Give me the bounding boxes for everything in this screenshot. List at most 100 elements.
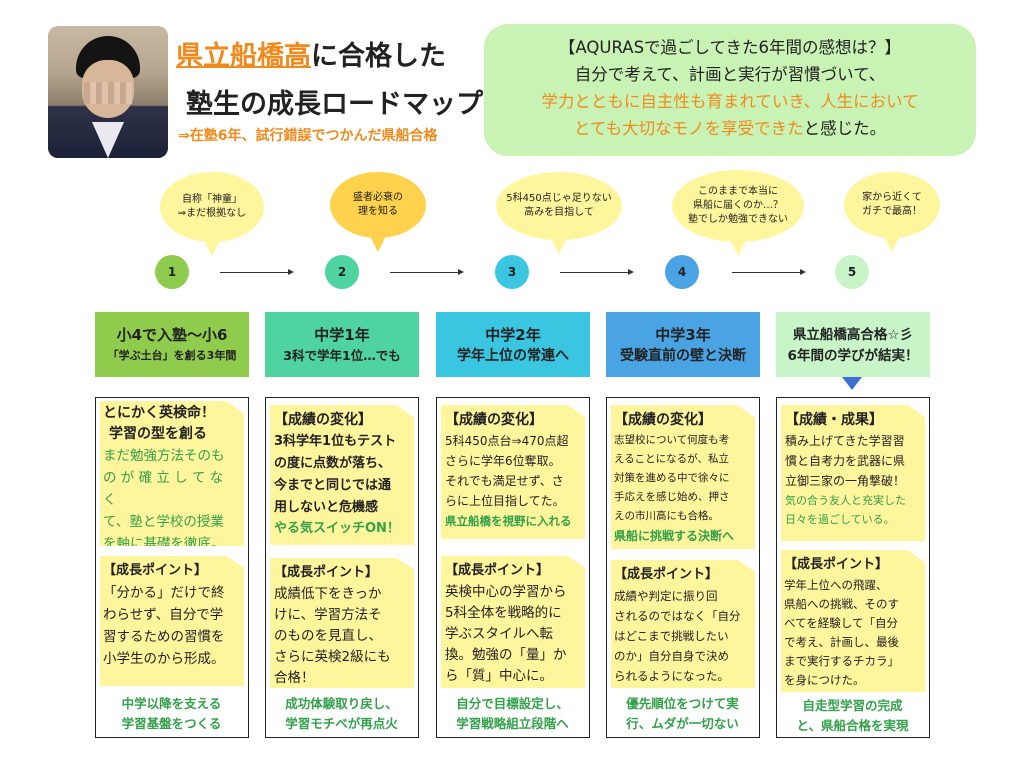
note-line: で考え、計画し、最後 xyxy=(784,635,899,649)
note-title: 【成長ポイント】 xyxy=(784,557,889,572)
stage-column-1: とにかく英検命！ 学習の型を創る まだ勉強方法そのも の が 確 立 し て な… xyxy=(95,397,249,738)
note-line: 英検中心の学習から xyxy=(445,584,567,600)
note-line-green: 気の合う友人と充実した xyxy=(785,494,906,507)
step-number-1: 1 xyxy=(155,255,189,289)
speech-bubble-2: 盛者必衰の理を知る xyxy=(330,172,426,252)
impression-line4: とても大切なモノを享受できたと感じた。 xyxy=(484,115,976,142)
note-title: 【成績の変化】 xyxy=(274,412,372,428)
stage-3-footer: 自分で目標設定し、 学習戦略組立段階へ xyxy=(437,694,588,734)
student-photo xyxy=(48,26,168,158)
stage-2-footer: 成功体験取り戻し、 学習モチベが再点火 xyxy=(266,694,417,734)
bubble-1-line2: ⇒まだ根拠なし xyxy=(177,208,247,219)
note-line: 成績低下をきっか xyxy=(274,586,382,602)
note-line: 学年上位への飛躍、 xyxy=(784,578,888,592)
stage-4-footer: 優先順位をつけて実 行、ムダが一切ない xyxy=(607,694,758,734)
note-line: さらに学年6位奪取。 xyxy=(445,454,561,468)
note-line: 小学生のから形成。 xyxy=(103,651,225,667)
bubble-4-line2: 県船に届くのか…？ xyxy=(693,200,783,211)
note-line-green: の が 確 立 し て な く xyxy=(103,470,224,508)
note-line: 手応えを感じ始め、押さ xyxy=(614,491,730,503)
note-line-green: を軸に基礎を徹底。 xyxy=(103,536,225,552)
note-title: 【成績の変化】 xyxy=(445,412,543,428)
impression-line4-orange: とても大切なモノを享受できた xyxy=(573,119,804,138)
note-line: 習するための習慣を xyxy=(103,629,225,645)
stage-3-note-2: 【成長ポイント】 英検中心の学習から 5科全体を戦略的に 学ぶスタイルへ転 換。… xyxy=(441,556,585,688)
note-line: まで実行するチカラ」 xyxy=(784,654,899,668)
stage-header-2: 中学1年 3科で学年1位…でも xyxy=(265,312,419,377)
note-line: 成績や判定に振り回 xyxy=(614,589,718,603)
note-line: のか」自分自身で決め xyxy=(614,649,729,663)
footer-line: 学習戦略組立段階へ xyxy=(456,716,569,731)
note-line: 慣と自考力を武器に県 xyxy=(785,454,906,468)
impression-line2: 自分で考えて、計画と実行が習慣づいて、 xyxy=(574,65,886,84)
stage-5-title: 県立船橋高合格☆彡 xyxy=(792,326,914,343)
note-line-green: やる気スイッチON！ xyxy=(274,521,400,536)
bubble-2-line2: 理を知る xyxy=(358,206,398,217)
speech-bubble-4: このままで本当に県船に届くのか…？ 塾でしか勉強できない xyxy=(672,170,804,256)
note-line: 5科全体を戦略的に xyxy=(445,605,562,621)
note-title: 【成長ポイント】 xyxy=(274,565,379,580)
arrow-2-3 xyxy=(390,269,464,275)
title-rest: に合格した xyxy=(311,41,446,72)
page-title-line2: 塾生の成長ロードマップ xyxy=(186,89,483,120)
bubble-5-line2: ガチで最高！ xyxy=(862,206,922,217)
title-highlight: 県立船橋高 xyxy=(176,41,311,72)
stage-column-3: 【成績の変化】 5科450点台⇒470点超 さらに学年6位奪取。 それでも満足せ… xyxy=(436,397,590,738)
impression-line4-rest: と感じた。 xyxy=(803,119,887,138)
note-line: 対策を進める中で徐々に xyxy=(614,472,730,484)
note-line: 換。勉強の「量」か xyxy=(445,647,567,663)
note-line: 志望校について何度も考 xyxy=(614,434,730,446)
bubble-4-line3: 塾でしか勉強できない xyxy=(688,214,788,225)
note-title: 【成績の変化】 xyxy=(614,412,712,428)
note-line: 学習の型を創る xyxy=(109,426,207,442)
stage-3-subtitle: 学年上位の常連へ xyxy=(457,347,569,364)
stage-2-note-2: 【成長ポイント】 成績低下をきっか けに、学習方法そ のものを見直し、 さらに英… xyxy=(270,558,414,688)
bubble-5-line1: 家から近くて xyxy=(862,192,922,203)
bubble-1-line1: 自称「神童」 xyxy=(181,194,242,205)
footer-line: 学習基盤をつくる xyxy=(121,716,222,731)
step-number-5: 5 xyxy=(835,255,869,289)
bubble-3-line2: 高みを目指して xyxy=(524,207,594,218)
note-line: のものを見直し、 xyxy=(274,628,382,644)
bubble-4-line1: このままで本当に xyxy=(698,186,778,197)
stage-5-subtitle: 6年間の学びが結実！ xyxy=(787,347,919,364)
note-line: 合格！ xyxy=(274,670,315,686)
page-subtitle: ⇒在塾6年、試行錯誤でつかんだ県船合格 xyxy=(178,128,438,144)
arrow-4-5 xyxy=(732,269,806,275)
note-line: さらに英検2級にも xyxy=(274,649,391,665)
stage-3-title: 中学2年 xyxy=(485,325,541,344)
footer-line: 自走型学習の完成 xyxy=(802,698,903,713)
stage-1-note-2: 【成長ポイント】 「分かる」だけで終 わらせず、自分で学 習するための習慣を 小… xyxy=(100,556,244,686)
note-line: 積み上げてきた学習習 xyxy=(785,434,905,448)
note-line-green: まだ勉強方法そのも xyxy=(103,448,225,464)
stage-2-title: 中学1年 xyxy=(314,325,370,344)
stage-header-1: 小4で入塾～小6 「学ぶ土台」を創る3年間 xyxy=(95,312,249,377)
speech-bubble-1: 自称「神童」 ⇒まだ根拠なし xyxy=(160,172,264,256)
stage-5-note-2: 【成長ポイント】 学年上位への飛躍、 県船への挑戦、そのす べてを経験して「自分… xyxy=(781,550,925,692)
down-triangle-icon xyxy=(842,377,862,390)
note-line: それでも満足せず、さ xyxy=(445,474,564,488)
stage-4-note-2: 【成長ポイント】 成績や判定に振り回 されるのではなく「自分 はどこまで挑戦した… xyxy=(611,560,755,688)
step-number-4: 4 xyxy=(665,255,699,289)
note-line: 「分かる」だけで終 xyxy=(103,585,225,601)
note-line: られるようになった。 xyxy=(614,669,729,683)
note-title: 【成績・成果】 xyxy=(785,412,883,428)
stage-column-5: 【成績・成果】 積み上げてきた学習習 慣と自考力を武器に県 立御三家の一角撃破！… xyxy=(776,397,930,738)
stage-4-title: 中学3年 xyxy=(655,325,711,344)
footer-line: 学習モチベが再点火 xyxy=(285,716,398,731)
note-line: されるのではなく「自分 xyxy=(614,609,741,623)
note-line-green: 県立船橋を視野に入れる xyxy=(445,514,572,528)
footer-line: と、県船合格を実現 xyxy=(796,718,909,733)
note-line: らに上位目指してた。 xyxy=(445,494,565,508)
impression-line3: 学力とともに自主性も育まれていき、人生において xyxy=(541,92,919,111)
stage-2-note-1: 【成績の変化】 3科学年1位もテスト の度に点数が落ち、 今までと同じでは通 用… xyxy=(270,405,414,545)
stage-2-subtitle: 3科で学年1位…でも xyxy=(283,347,401,363)
note-line: ら「質」中心に。 xyxy=(445,668,553,684)
stage-header-5: 県立船橋高合格☆彡 6年間の学びが結実！ xyxy=(776,312,930,377)
note-title: 【成長ポイント】 xyxy=(614,567,719,582)
stage-4-note-1: 【成績の変化】 志望校について何度も考 えることになるが、私立 対策を進める中で… xyxy=(611,405,755,549)
stage-header-3: 中学2年 学年上位の常連へ xyxy=(436,312,590,377)
note-line: 学ぶスタイルへ転 xyxy=(445,626,553,642)
note-line: 立御三家の一角撃破！ xyxy=(785,474,906,488)
stage-column-4: 【成績の変化】 志望校について何度も考 えることになるが、私立 対策を進める中で… xyxy=(606,397,760,738)
